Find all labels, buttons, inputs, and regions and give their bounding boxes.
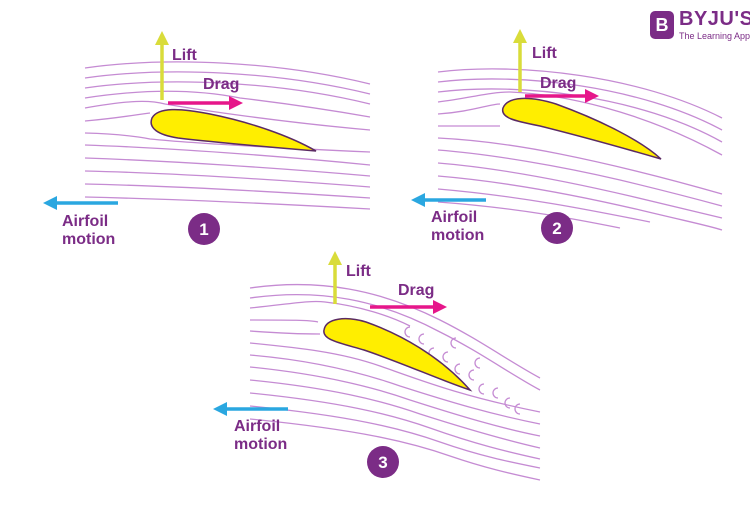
drag-label-2: Drag [540,75,576,92]
motion-label-2a: Airfoil [431,209,477,226]
drag-label-3: Drag [398,282,434,299]
panel-1: Lift Drag Airfoil motion 1 [50,38,370,248]
byjus-logo-mark: B [650,11,674,39]
byjus-logo-tagline: The Learning App [679,31,750,41]
airfoil-3 [324,319,470,390]
panel-number-2: 2 [552,219,561,238]
motion-label-1b: motion [62,231,115,248]
lift-label-1: Lift [172,47,198,64]
panel-2: Lift Drag Airfoil motion 2 [418,36,722,244]
streamlines-2 [438,69,722,230]
motion-label-3b: motion [234,436,287,453]
lift-label-2: Lift [532,45,558,62]
motion-label-2b: motion [431,227,484,244]
motion-label-3a: Airfoil [234,418,280,435]
lift-label-3: Lift [346,263,372,280]
streamlines-3 [250,285,540,480]
motion-label-1a: Airfoil [62,213,108,230]
byjus-logo: B BYJU'S The Learning App [650,10,745,44]
drag-label-1: Drag [203,76,239,93]
panel-number-3: 3 [378,453,387,472]
byjus-logo-name: BYJU'S [679,8,750,31]
panel-3: Lift Drag Airfoil motion 3 [220,258,540,480]
panel-number-1: 1 [199,220,208,239]
